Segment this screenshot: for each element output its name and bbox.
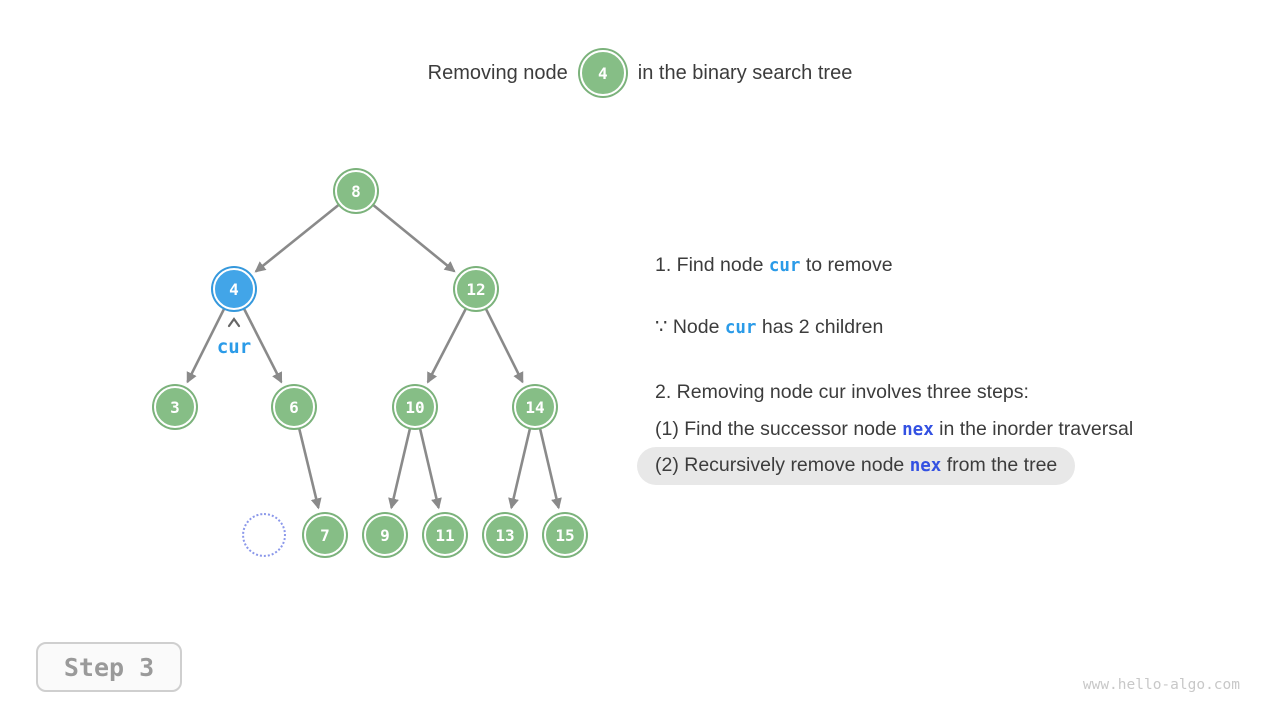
tree-edge-14-15 (538, 428, 562, 510)
tree-node-6: 6 (273, 386, 315, 428)
title-node-value: 4 (597, 63, 608, 83)
tree-node-3: 3 (154, 386, 196, 428)
tree-node-13: 13 (484, 514, 526, 556)
tree-edge-10-9 (388, 428, 412, 510)
tree-node-15: 15 (544, 514, 586, 556)
tree-node-placeholder (242, 513, 286, 557)
tree-node-4: 4 (213, 268, 255, 310)
tree-node-8: 8 (335, 170, 377, 212)
note-text: 2. Removing node cur involves three step… (655, 381, 1029, 403)
note-text: 1. Find node (655, 254, 769, 276)
note-line-3: 2. Removing node cur involves three step… (655, 380, 1029, 405)
tree-edge-6-7 (297, 428, 322, 510)
note-line-5: (2) Recursively remove node nex from the… (637, 447, 1076, 485)
watermark: www.hello-algo.com (1082, 677, 1240, 693)
title-prefix: Removing node (427, 61, 568, 84)
step-badge-label: Step 3 (63, 652, 155, 682)
keyword-cur: cur (768, 256, 801, 276)
note-text: (2) Recursively remove node (655, 454, 910, 476)
tree-edge-4-3 (186, 308, 226, 384)
tree-node-9: 9 (364, 514, 406, 556)
note-text: (1) Find the successor node (655, 418, 903, 440)
tree-edge-12-14 (484, 308, 524, 384)
tree-edge-8-12 (372, 203, 456, 273)
note-line-1: 1. Find node cur to remove (655, 253, 893, 279)
tree-node-7: 7 (304, 514, 346, 556)
note-text: to remove (800, 254, 893, 276)
tree-node-11: 11 (424, 514, 466, 556)
note-line-2: ∵ Node cur has 2 children (655, 315, 883, 341)
title-node-circle: 4 (579, 50, 626, 96)
tree-node-10: 10 (394, 386, 436, 428)
tree-edge-14-13 (508, 428, 532, 510)
note-text: in the inorder traversal (933, 418, 1134, 440)
step-badge: Step 3 (36, 642, 182, 692)
tree-edge-12-10 (426, 307, 468, 384)
note-text: has 2 children (756, 316, 884, 338)
title-suffix: in the binary search tree (637, 61, 853, 84)
slide-title: Removing node 4 in the binary search tre… (0, 50, 1280, 96)
tree-edge-10-11 (418, 428, 442, 510)
note-text: from the tree (941, 454, 1058, 476)
note-text: ∵ Node (655, 316, 725, 338)
pointer-caret-icon (227, 317, 241, 328)
keyword-nex: nex (902, 420, 934, 440)
keyword-cur: cur (724, 318, 757, 338)
keyword-nex: nex (909, 456, 942, 476)
tree-node-12: 12 (455, 268, 497, 310)
tree-node-14: 14 (514, 386, 556, 428)
note-line-4: (1) Find the successor node nex in the i… (655, 417, 1133, 443)
tree-edge-4-6 (242, 308, 283, 384)
tree-edge-8-4 (254, 203, 340, 273)
pointer-label-cur: cur (216, 336, 252, 358)
